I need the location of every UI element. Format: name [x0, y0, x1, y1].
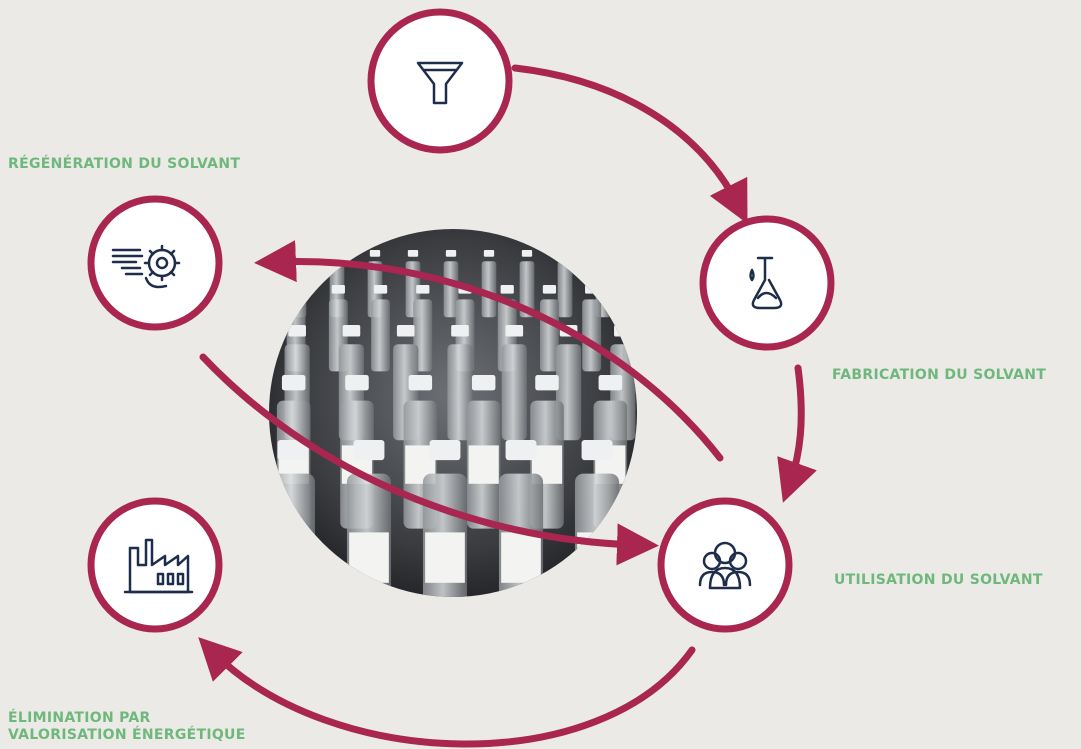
- label-utilisation: UTILISATION DU SOLVANT: [834, 572, 1043, 588]
- node-regeneration: [87, 195, 223, 331]
- solvent-bottles-photo: [269, 229, 637, 597]
- label-elimination: ÉLIMINATION PAR VALORISATION ÉNERGÉTIQUE: [8, 710, 246, 744]
- node-fabrication: [699, 215, 835, 351]
- label-regeneration: RÉGÉNÉRATION DU SOLVANT: [8, 156, 241, 172]
- arrow-filtration-to-fabrication: [511, 64, 748, 224]
- label-fabrication: FABRICATION DU SOLVANT: [832, 367, 1047, 383]
- people-icon: [698, 541, 752, 590]
- node-elimination: [87, 497, 223, 633]
- label-elimination-line2: VALORISATION ÉNERGÉTIQUE: [8, 727, 246, 743]
- funnel-icon: [416, 61, 464, 105]
- arrow-utilisation-to-elimination: [198, 637, 696, 748]
- factory-icon: [123, 538, 194, 594]
- node-filtration: [367, 8, 513, 154]
- arrow-utilisation-to-regeneration: [254, 240, 724, 462]
- label-elimination-line1: ÉLIMINATION PAR: [8, 710, 151, 726]
- recycling-gear-icon: [111, 244, 181, 289]
- node-utilisation: [657, 497, 793, 633]
- arrow-regeneration-to-utilisation: [199, 353, 659, 566]
- arrow-fabrication-to-utilisation: [777, 364, 817, 503]
- flask-icon: [749, 256, 783, 310]
